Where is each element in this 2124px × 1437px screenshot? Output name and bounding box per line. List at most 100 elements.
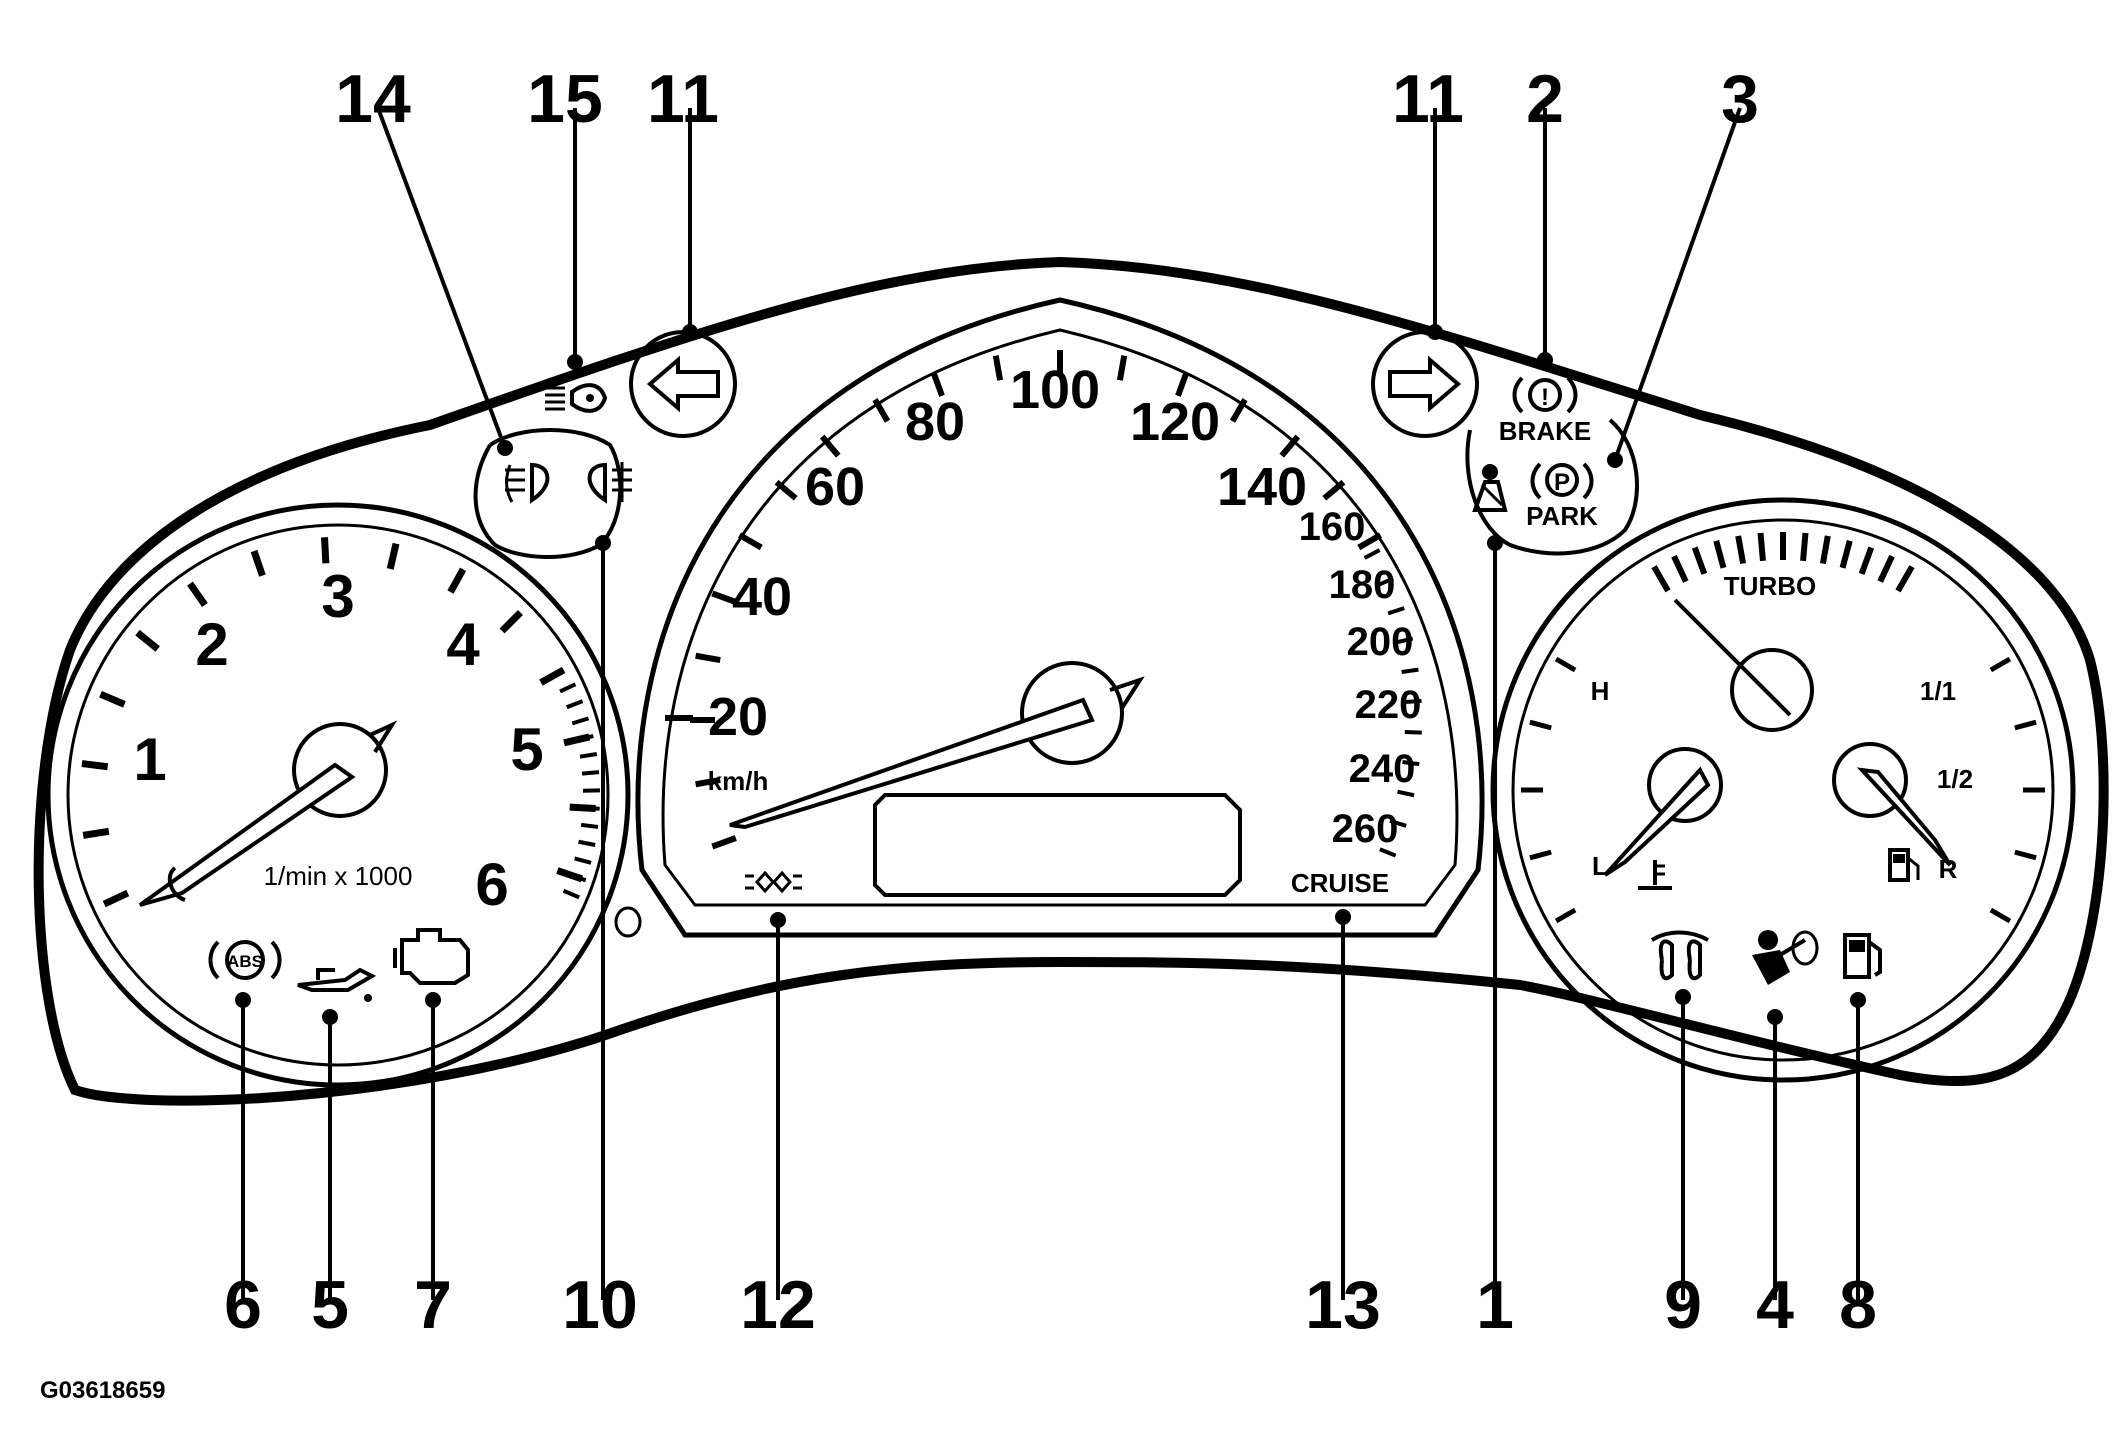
tick-mark [386,542,400,570]
left-turn-indicator [629,330,737,438]
tick-mark [711,835,737,850]
temp-hot-label: H [1591,676,1610,706]
temp-cold-label: L [1592,851,1608,881]
tick-mark [738,532,763,551]
fuel-needle-hub [1832,742,1908,818]
speed-label-260: 260 [1332,807,1399,851]
tick-mark [1376,576,1395,588]
tach-label-3: 3 [321,563,354,630]
tach-label-1: 1 [133,726,166,793]
tick-mark [1229,398,1248,423]
tachometer-ticks [81,537,600,908]
tick-mark [576,734,594,742]
tick-mark [1757,532,1766,562]
speed-needle [729,697,1095,830]
tick-mark [1404,699,1422,704]
tachometer: 1 2 3 4 5 6 1/min x 1000 ABS [45,502,631,1088]
tick-mark [1322,479,1346,501]
tick-mark [250,549,266,577]
callout-2: 2 [1526,61,1564,137]
speed-label-100: 100 [1010,360,1100,420]
abs-warning-icon: ABS [208,940,282,980]
tick-mark [582,805,600,811]
tick-mark [1389,818,1407,828]
speed-label-160: 160 [1299,505,1366,549]
headlight-level-icon [545,383,608,413]
fuel-full-label: 1/1 [1920,676,1956,706]
tick-mark [574,856,592,865]
tick-mark [872,398,891,423]
tach-label-6: 6 [475,851,508,918]
speed-label-240: 240 [1349,747,1416,791]
callout-leaders [241,107,1860,1300]
tick-mark [1387,606,1405,616]
park-text: PARK [1526,501,1598,531]
brake-text: BRAKE [1499,416,1591,446]
tick-mark [578,839,596,847]
park-brake-icon: P PARK [1526,462,1598,531]
tick-mark [1713,540,1727,569]
figure-code: G03618659 [40,1377,165,1404]
tick-mark [559,682,577,694]
cruise-label: CRUISE [1291,868,1389,898]
callout-dots [235,324,1866,1025]
tick-mark [1363,548,1381,560]
tick-mark [580,822,599,829]
tick-mark [81,760,109,771]
tick-mark [1402,760,1420,767]
tach-label-2: 2 [195,611,228,678]
tick-mark [562,888,580,900]
speed-label-120: 120 [1130,392,1220,452]
fuel-pump-small-icon [1888,848,1920,882]
callout-15: 15 [527,61,603,137]
tick-mark [187,581,208,607]
tick-mark [135,629,160,652]
callout-12: 12 [740,1267,816,1343]
tick-mark [711,590,737,605]
speed-needle-hub [1020,661,1124,765]
tick-mark [1691,546,1708,575]
tick-mark [1989,656,2012,673]
tick-mark [774,479,798,501]
speed-label-220: 220 [1355,683,1422,727]
rear-fog-icon [587,462,632,504]
tick-mark [992,355,1004,381]
tick-mark [1819,535,1831,565]
callout-10: 10 [562,1267,638,1343]
airbag-icon [1752,930,1819,985]
coolant-temp-icon [1638,860,1672,890]
speed-label-60: 60 [805,457,865,517]
tick-mark [447,567,467,594]
callout-11-right: 11 [1392,61,1464,137]
seatbelt-icon [1472,464,1508,512]
tick-mark [1379,847,1397,858]
tick-mark [695,776,721,788]
tach-label-5: 5 [510,716,543,783]
tick-mark [499,610,523,634]
fuel-needle [1856,767,1952,867]
tach-needle-tail [369,720,398,754]
tick-mark [1397,789,1415,798]
tick-mark [1529,719,1552,731]
tick-mark [539,666,566,686]
callout-8: 8 [1839,1267,1877,1343]
speedometer: 20 40 60 80 100 120 140 160 180 200 220 … [635,297,1485,938]
speed-label-20: 20 [708,687,768,747]
tick-mark [569,872,587,883]
reset-knob [614,906,642,938]
oil-pressure-icon [297,967,377,1002]
turbo-temp-fuel-gauge: TURBO H L 1/1 1/2 R [1490,497,2076,1083]
tick-mark [1529,849,1552,861]
tick-mark [82,827,110,839]
tick-mark [102,889,130,908]
tick-mark [1989,907,2012,924]
tick-mark [2014,719,2037,731]
turbo-label: TURBO [1724,571,1816,601]
tick-mark [695,652,721,664]
fuel-reserve-label: R [1939,854,1958,884]
tick-mark [1404,730,1422,735]
temp-needle-hub [1647,747,1723,823]
right-turn-indicator [1371,330,1479,438]
tach-needle [138,762,356,907]
